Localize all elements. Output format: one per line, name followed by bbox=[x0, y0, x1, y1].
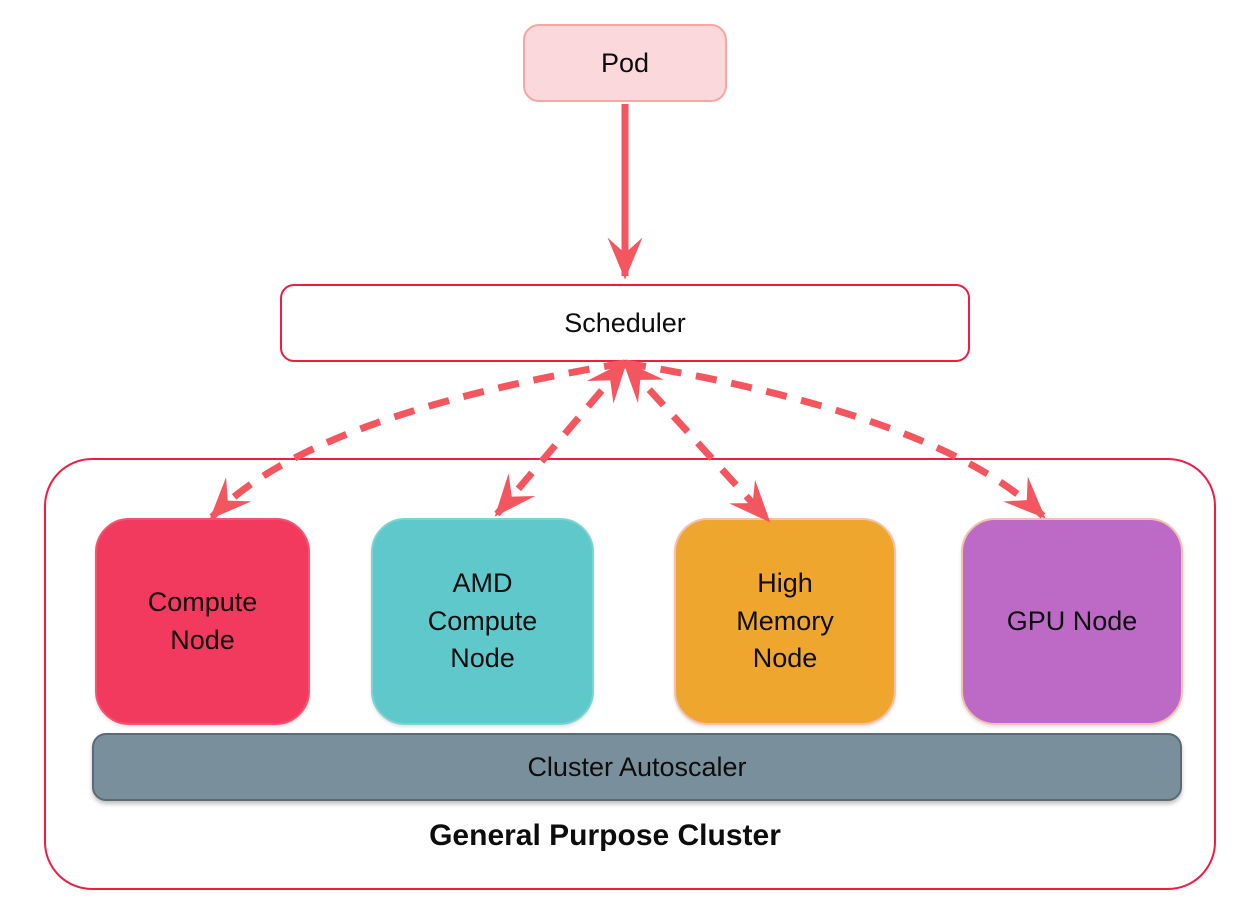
compute-node-label: Compute Node bbox=[147, 586, 258, 655]
scheduler-label: Scheduler bbox=[564, 307, 686, 338]
amd-compute-node-label: AMD Compute Node bbox=[427, 567, 538, 674]
cluster-autoscaler-label: Cluster Autoscaler bbox=[527, 751, 747, 782]
pod-box: Pod bbox=[523, 24, 727, 102]
amd-compute-node-box: AMD Compute Node bbox=[371, 518, 594, 725]
compute-node-box: Compute Node bbox=[95, 518, 310, 725]
high-memory-node-box: High Memory Node bbox=[674, 518, 896, 725]
high-memory-node-label: High Memory Node bbox=[736, 567, 834, 674]
cluster-title: General Purpose Cluster bbox=[429, 819, 781, 852]
cluster-autoscaler-bar: Cluster Autoscaler bbox=[92, 733, 1182, 801]
pod-label: Pod bbox=[600, 47, 650, 78]
scheduler-box: Scheduler bbox=[280, 284, 970, 362]
gpu-node-label: GPU Node bbox=[1006, 605, 1138, 636]
gpu-node-box: GPU Node bbox=[961, 518, 1183, 725]
